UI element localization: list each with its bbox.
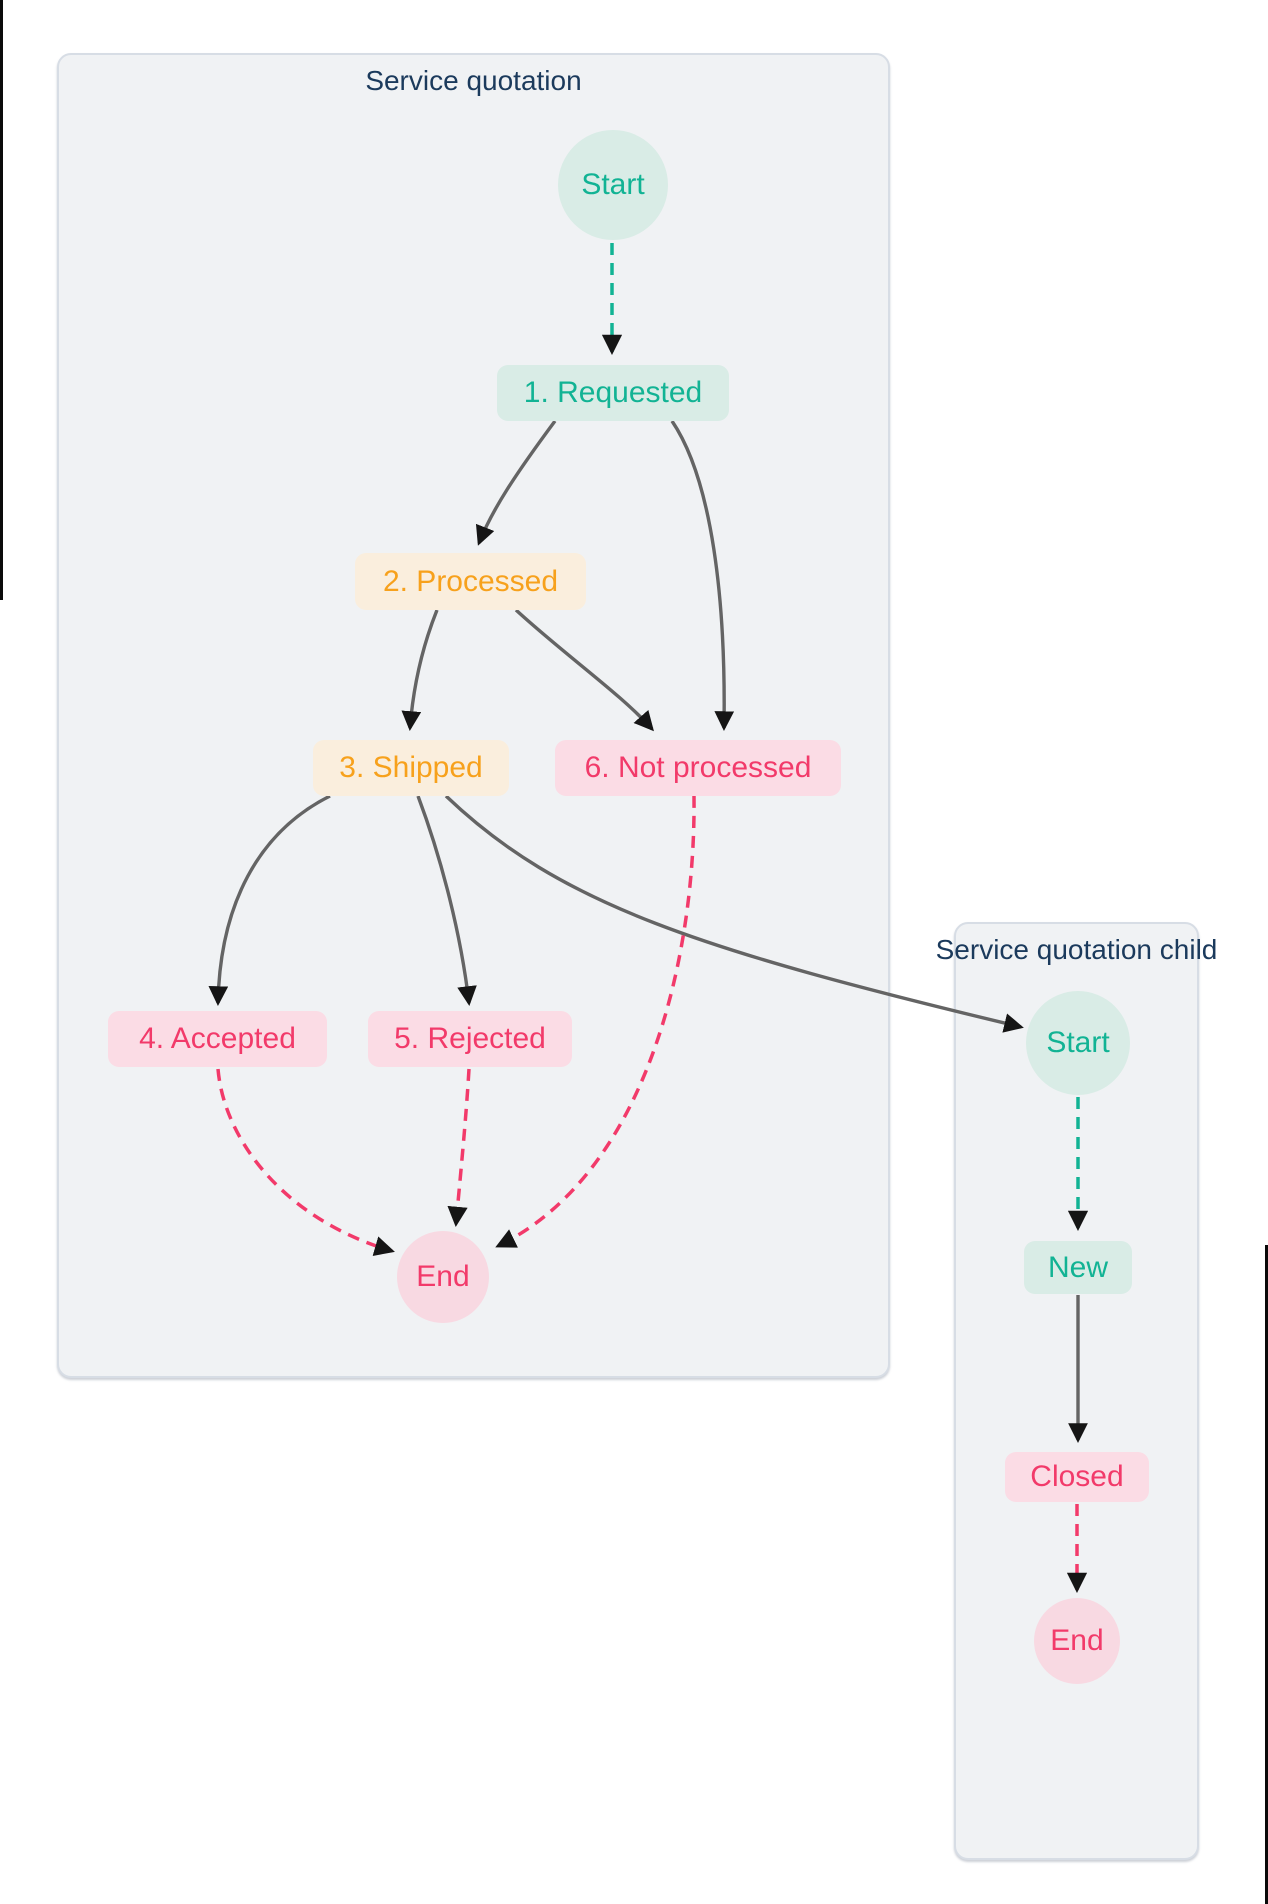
node-requested[interactable]: 1. Requested — [497, 365, 729, 421]
right-screen-edge — [1265, 1245, 1268, 1904]
node-child-new[interactable]: New — [1024, 1241, 1132, 1294]
group-panel-service-quotation: Service quotation — [57, 53, 890, 1378]
group-title-service-quotation: Service quotation — [365, 65, 582, 96]
node-not-processed[interactable]: 6. Not processed — [555, 740, 841, 796]
node-accepted[interactable]: 4. Accepted — [108, 1011, 327, 1067]
group-title-service-quotation-child: Service quotation child — [935, 934, 1218, 965]
node-shipped[interactable]: 3. Shipped — [313, 740, 509, 796]
node-processed[interactable]: 2. Processed — [355, 553, 586, 610]
node-child-closed[interactable]: Closed — [1005, 1452, 1149, 1502]
left-screen-edge — [0, 0, 3, 600]
node-child-end[interactable]: End — [1034, 1598, 1120, 1684]
node-end[interactable]: End — [397, 1231, 489, 1323]
node-child-start[interactable]: Start — [1026, 991, 1130, 1095]
node-start[interactable]: Start — [558, 130, 668, 240]
node-rejected[interactable]: 5. Rejected — [368, 1011, 572, 1067]
